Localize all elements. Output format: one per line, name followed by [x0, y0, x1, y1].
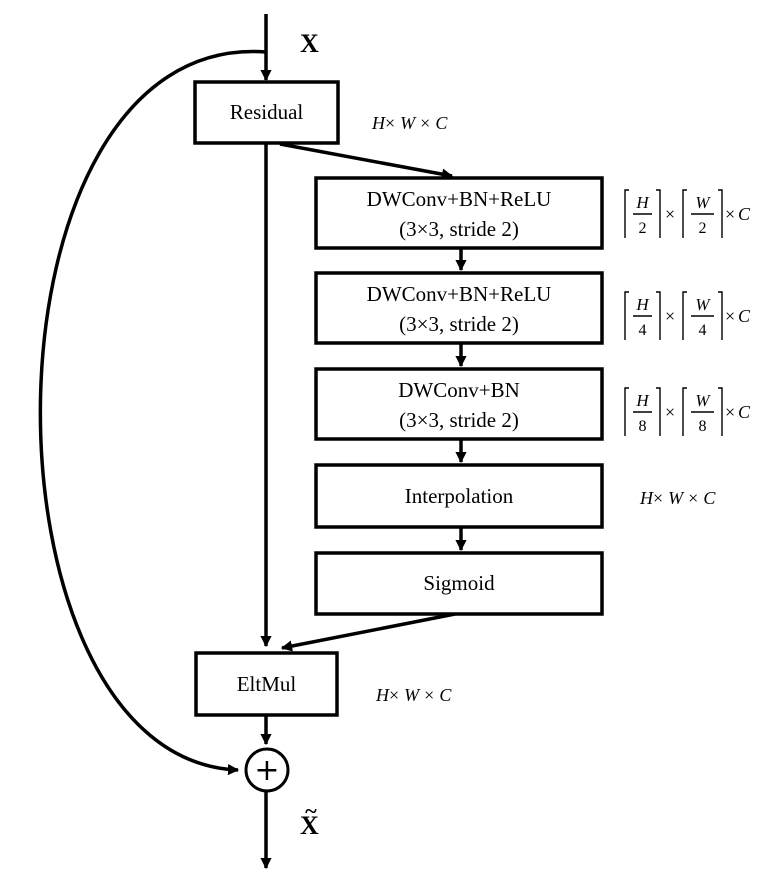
interpolation-label: Interpolation	[405, 484, 514, 508]
dim-residual: H×W×C	[371, 113, 448, 133]
svg-text:×: ×	[725, 306, 735, 326]
sigmoid-label: Sigmoid	[423, 571, 495, 595]
svg-text:C: C	[738, 402, 751, 422]
residual-box: Residual	[193, 80, 340, 145]
svg-text:H: H	[635, 295, 650, 314]
dim-interpolation: H×W×C	[639, 488, 716, 508]
conv-block-2-title: DWConv+BN+ReLU	[367, 282, 552, 306]
svg-text:W: W	[695, 391, 711, 410]
skip-connection-curve	[38, 50, 267, 776]
sigmoid-to-eltmul-arrow	[280, 612, 456, 652]
svg-text:×: ×	[665, 402, 675, 422]
svg-text:C: C	[738, 204, 751, 224]
dim-conv-block-1: H 2 × W 2 × C	[624, 189, 751, 238]
svg-text:2: 2	[639, 220, 647, 237]
output-x-tilde-label: X ~	[300, 798, 319, 840]
svg-text:C: C	[738, 306, 751, 326]
svg-text:H: H	[635, 193, 650, 212]
conv-block-3-params: (3×3, stride 2)	[399, 408, 519, 432]
svg-text:4: 4	[699, 322, 707, 339]
svg-text:×: ×	[665, 204, 675, 224]
conv-block-2: DWConv+BN+ReLU (3×3, stride 2)	[314, 271, 604, 345]
conv-block-2-params: (3×3, stride 2)	[399, 312, 519, 336]
input-x-label: X	[300, 29, 319, 58]
dim-conv-block-2: H 4 × W 4 × C	[624, 291, 751, 340]
svg-text:H×W×C: H×W×C	[375, 685, 452, 705]
svg-text:8: 8	[699, 418, 707, 435]
sigmoid-box: Sigmoid	[314, 551, 604, 616]
svg-text:H: H	[635, 391, 650, 410]
interpolation-box: Interpolation	[314, 463, 604, 529]
conv-block-3: DWConv+BN (3×3, stride 2)	[314, 367, 604, 441]
output-tilde: ~	[305, 798, 317, 823]
svg-text:W: W	[695, 295, 711, 314]
svg-text:8: 8	[639, 418, 647, 435]
conv-block-1-params: (3×3, stride 2)	[399, 217, 519, 241]
svg-text:W: W	[695, 193, 711, 212]
conv-block-1: DWConv+BN+ReLU (3×3, stride 2)	[314, 176, 604, 250]
elementwise-add-node: +	[244, 747, 290, 793]
conv-block-1-title: DWConv+BN+ReLU	[367, 187, 552, 211]
dim-conv-block-3: H 8 × W 8 × C	[624, 387, 751, 436]
svg-text:2: 2	[699, 220, 707, 237]
svg-text:H×W×C: H×W×C	[371, 113, 448, 133]
output-x-letter: X	[300, 811, 319, 840]
svg-text:×: ×	[725, 204, 735, 224]
svg-text:H×W×C: H×W×C	[639, 488, 716, 508]
svg-text:4: 4	[639, 322, 647, 339]
svg-text:×: ×	[725, 402, 735, 422]
residual-to-conv1-arrow	[279, 142, 454, 180]
svg-text:×: ×	[665, 306, 675, 326]
residual-label: Residual	[230, 100, 304, 124]
eltmul-label: EltMul	[237, 672, 297, 696]
plus-symbol: +	[254, 753, 279, 788]
dim-eltmul: H×W×C	[375, 685, 452, 705]
conv-block-3-title: DWConv+BN	[398, 378, 520, 402]
eltmul-box: EltMul	[194, 651, 339, 717]
